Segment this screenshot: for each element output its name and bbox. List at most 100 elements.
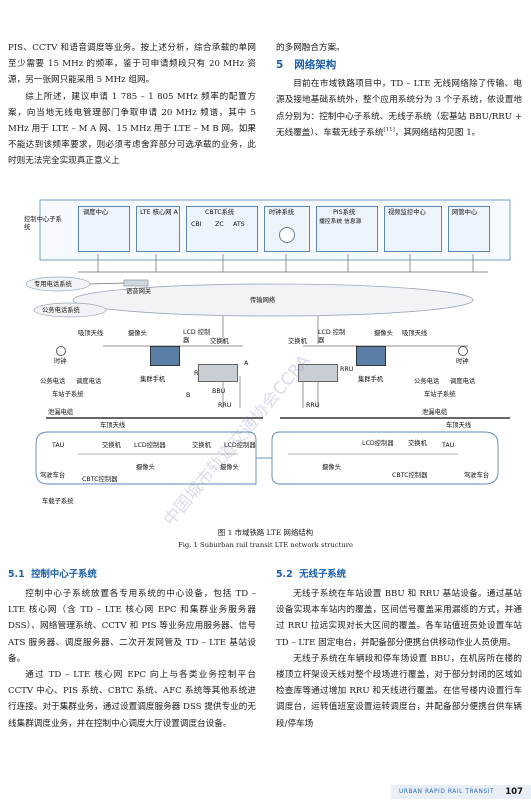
station-left-label: 车站子系统 [52, 391, 84, 398]
vehicle-switch-mid-label: 交换机 [192, 442, 211, 449]
page-number: 107 [505, 787, 523, 797]
gateway-center-label: 网管中心 [452, 209, 478, 216]
section-number: 5 [276, 59, 284, 72]
link-a-label: A [244, 360, 249, 367]
clock-icon [458, 346, 468, 356]
cab-right-label: 驾驶车台 [464, 472, 490, 479]
center-links [78, 254, 488, 273]
bbu-label: BBU [212, 388, 226, 395]
cbtc-controller-right-label: CBTC控制器 [392, 472, 428, 479]
vehicle-lcd-mid-label: LCD控制器 [224, 442, 256, 449]
absorb-antenna-right-label: 吸顶天线 [402, 330, 428, 337]
transport-cloud [72, 283, 474, 317]
vehicle-lcd-right-label: LCD控制器 [362, 440, 394, 447]
vehicle-left-body [35, 431, 257, 485]
control-center-label: 控制中心子系统 [24, 216, 62, 231]
citation: [11] [383, 126, 395, 133]
bottom-right-column: 5.2 无线子系统 无线子系统在车站设置 BBU 和 RRU 基站设备。通过基站… [276, 566, 522, 732]
figure-caption-cn: 图 1 市域铁路 LTE 网络结构 [217, 528, 314, 537]
cbtc-system-box: CBTC系统 CBI ZC ATS [186, 206, 258, 252]
subsection-number: 5.2 [276, 569, 293, 580]
section-heading: 5 网络架构 [276, 56, 522, 74]
clock-left-label: 时钟 [54, 358, 67, 365]
cbtc-item: ATS [233, 221, 245, 228]
journal-name: URBAN RAPID RAIL TRANSIT [399, 789, 495, 795]
transport-network-label: 传输网络 [250, 297, 276, 304]
cab-left-label: 驾驶车台 [40, 472, 66, 479]
public-tel-label: 公务电话系统 [42, 307, 80, 314]
video-center-label: 视频监控中心 [388, 209, 426, 216]
public-tel-oval [33, 302, 107, 318]
cluster-phone-left-label: 集群手机 [140, 376, 166, 383]
paragraph: 无线子系统在车站设置 BBU 和 RRU 基站设备。通过基站设备实现本车站内的覆… [276, 589, 522, 648]
gateway-center-box: 网管中心 [448, 206, 490, 252]
pis-system-box: PIS系统 播控系统 信息源 [316, 206, 378, 252]
link-b-label: B [186, 392, 191, 399]
lcd-screen-right [356, 346, 386, 366]
paragraph-text: 目前在市域铁路项目中，TD – LTE 无线网络除了传输、电源及接地基础系统外，… [276, 79, 522, 138]
switch-left-label: 交换机 [210, 338, 229, 345]
paragraph-text: ，其网络结构见图 1。 [394, 127, 481, 138]
camera-right-label: 摄像头 [374, 330, 393, 337]
dispatch-center-box: 调度中心 [78, 206, 130, 252]
vehicle-right-body [271, 431, 499, 485]
cbtc-system-label: CBTC系统 [205, 209, 235, 216]
clock-right-label: 时钟 [456, 358, 469, 365]
subsection-heading: 5.2 无线子系统 [276, 566, 522, 583]
voice-gateway-label: 语音网关 [126, 288, 152, 295]
paragraph: 综上所述，建议申请 1 785 – 1 805 MHz 频率的配置方案，向当地无… [8, 91, 256, 167]
subsection-title: 无线子系统 [299, 569, 347, 580]
private-tel-label: 专用电话系统 [34, 281, 72, 288]
section-title: 网络架构 [294, 59, 337, 72]
paragraph: 控制中心子系统放置各专用系统的中心设备，包括 TD – LTE 核心网（含 TD… [8, 589, 256, 664]
dispatch-phone-left-label: 调度电话 [76, 378, 102, 385]
figure-caption-en: Fig. 1 Suburban rail transit LTE network… [178, 541, 353, 549]
cbtc-item: ZC [215, 221, 224, 228]
paragraph: 目前在市域铁路项目中，TD – LTE 无线网络除了传输、电源及接地基础系统外，… [276, 76, 522, 141]
tau-right-label: TAU [442, 442, 455, 449]
network-structure-figure: 控制中心子系统 调度中心 LTE 核心网 A CBTC系统 CBI ZC ATS… [18, 196, 515, 530]
dispatch-center-label: 调度中心 [83, 209, 109, 216]
lcd-right-label: LCD 控制器 [318, 329, 346, 344]
lte-core-box: LTE 核心网 A [136, 206, 180, 252]
station-right-label: 车站子系统 [424, 391, 456, 398]
camera-left-label: 摄像头 [128, 330, 147, 337]
bbu-rack-left [198, 364, 238, 382]
rru-bottom-left-label: RRU [218, 402, 232, 409]
cluster-phone-right-label: 集群手机 [358, 376, 384, 383]
public-phone-right-label: 公务电话 [414, 378, 440, 385]
top-right-column: 的多网融合方案。 5 网络架构 目前在市域铁路项目中，TD – LTE 无线网络… [276, 40, 522, 141]
pis-sub-label: 播控系统 信息源 [319, 219, 362, 225]
paragraph: 无线子系统在车辆段和停车场设置 BBU，在机房所在楼的楼顶立杆架设天线对整个段场… [276, 653, 522, 729]
page-footer: URBAN RAPID RAIL TRANSIT 107 [391, 785, 531, 799]
vehicle-switch-left-label: 交换机 [102, 442, 121, 449]
pis-system-label: PIS系统 [333, 209, 356, 216]
clock-system-box: 时钟系统 [264, 206, 310, 252]
tau-left-label: TAU [52, 442, 65, 449]
bottom-left-column: 5.1 控制中心子系统 控制中心子系统放置各专用系统的中心设备，包括 TD – … [8, 566, 256, 732]
paragraph: PIS、CCTV 和语音调度等业务。按上述分析，综合承载的单网至少需要 15 M… [8, 43, 256, 86]
absorb-antenna-left-label: 吸顶天线 [78, 330, 104, 337]
lcd-left-label: LCD 控制器 [183, 329, 211, 344]
vehicle-lcd-left-label: LCD控制器 [134, 442, 166, 449]
roof-antenna-right-label: 车顶天线 [446, 422, 472, 429]
voice-gateway-device [123, 279, 149, 287]
vehicle-camera-right-label: 摄像头 [322, 464, 341, 471]
roof-antenna-left-label: 车顶天线 [100, 422, 126, 429]
paragraph: 通过 TD – LTE 核心网 EPC 向上与各类业务控制平台 CCTV 中心、… [8, 670, 256, 729]
paragraph: 的多网融合方案。 [276, 43, 345, 53]
cbtc-controller-left-label: CBTC控制器 [82, 476, 118, 483]
leaky-cable-right-label: 泄漏电缆 [422, 409, 448, 416]
clock-icon [279, 227, 295, 243]
clock-system-label: 时钟系统 [269, 209, 295, 216]
vehicle-camera-mid-label: 摄像头 [220, 464, 239, 471]
vehicle-subsystem-label: 车载子系统 [42, 498, 74, 505]
rru-right-label: RRU [340, 366, 354, 373]
dispatch-phone-right-label: 调度电话 [450, 378, 476, 385]
video-center-box: 视频监控中心 [384, 206, 442, 252]
cbtc-item: CBI [191, 221, 202, 228]
vehicle-switch-right-label: 交换机 [408, 440, 427, 447]
vehicle-camera-left-label: 摄像头 [136, 464, 155, 471]
rru-bottom-right-label: RRU [306, 402, 320, 409]
leaky-cable-left-label: 泄漏电缆 [48, 409, 74, 416]
